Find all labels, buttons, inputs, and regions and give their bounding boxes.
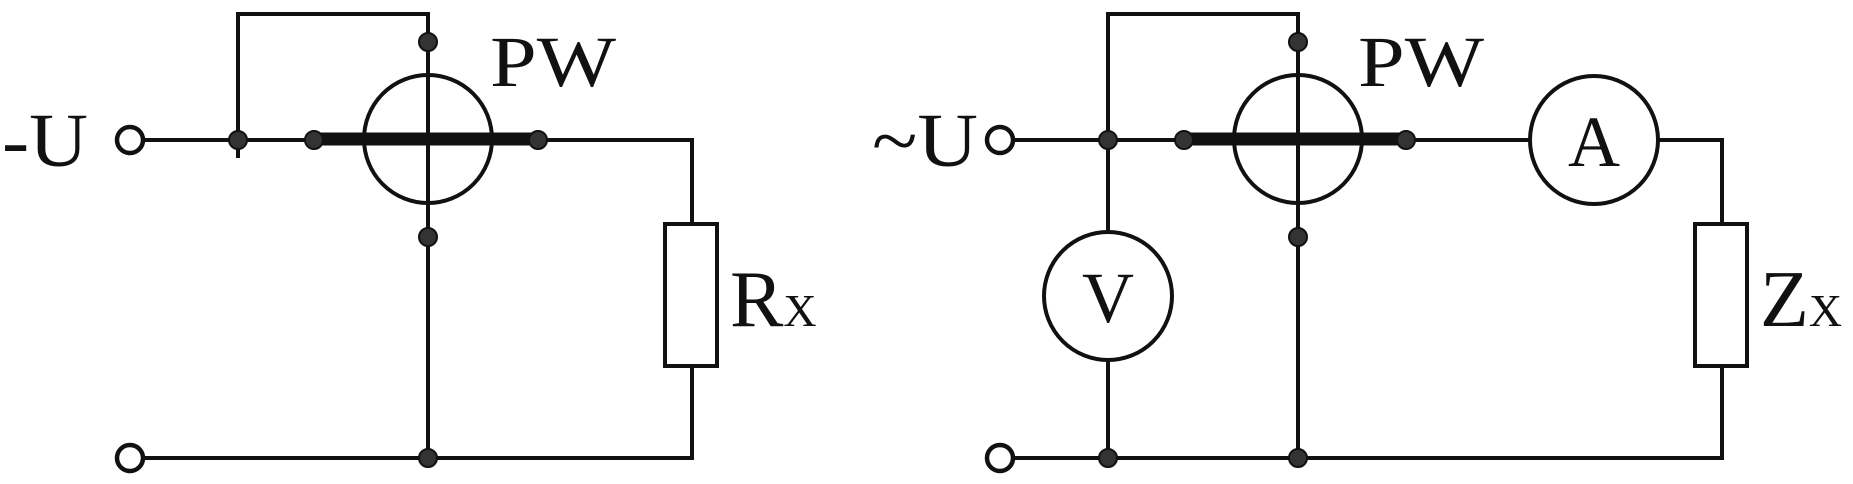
voltmeter-circle — [1042, 230, 1174, 362]
ac-wattmeter-terminal-dot — [1288, 32, 1308, 52]
dc-wattmeter-terminal-dot — [304, 130, 324, 150]
dc-junction-dot — [418, 448, 438, 468]
dc-wattmeter-terminal-dot — [528, 130, 548, 150]
dc-source-label: -U — [2, 99, 88, 183]
dc-wattmeter-label: PW — [490, 22, 616, 102]
voltmeter-symbol: V — [1082, 258, 1134, 338]
resistor-rx — [663, 222, 719, 368]
ac-source-terminal-bottom — [984, 442, 1016, 474]
dc-source-terminal-top — [114, 124, 146, 156]
ac-load-label-subscript: X — [1809, 285, 1842, 336]
ac-wattmeter-circuit: A V ~U PW ZX — [872, 12, 1842, 474]
ac-source-label: ~U — [872, 99, 978, 183]
impedance-zx — [1693, 222, 1749, 368]
dc-load-label-main: R — [730, 256, 784, 344]
dc-wattmeter-terminal-dot — [418, 227, 438, 247]
ac-load-label-main: Z — [1760, 256, 1809, 344]
ac-junction-dot — [1098, 448, 1118, 468]
dc-wattmeter-circuit: -U PW RX — [2, 12, 817, 474]
ac-junction-dot — [1098, 130, 1118, 150]
dc-load-label: RX — [730, 256, 817, 344]
dc-load-label-subscript: X — [783, 285, 816, 336]
ac-wattmeter-terminal-dot — [1174, 130, 1194, 150]
dc-junction-dot — [228, 130, 248, 150]
ac-wattmeter-terminal-dot — [1396, 130, 1416, 150]
ammeter-symbol: A — [1568, 102, 1620, 182]
ammeter-circle — [1528, 74, 1660, 206]
ac-load-label: ZX — [1760, 256, 1842, 344]
dc-wattmeter-terminal-dot — [418, 32, 438, 52]
dc-source-terminal-bottom — [114, 442, 146, 474]
ac-junction-dot — [1288, 448, 1308, 468]
ac-wattmeter-label: PW — [1358, 22, 1484, 102]
ac-source-terminal-top — [984, 124, 1016, 156]
ac-wattmeter-terminal-dot — [1288, 227, 1308, 247]
